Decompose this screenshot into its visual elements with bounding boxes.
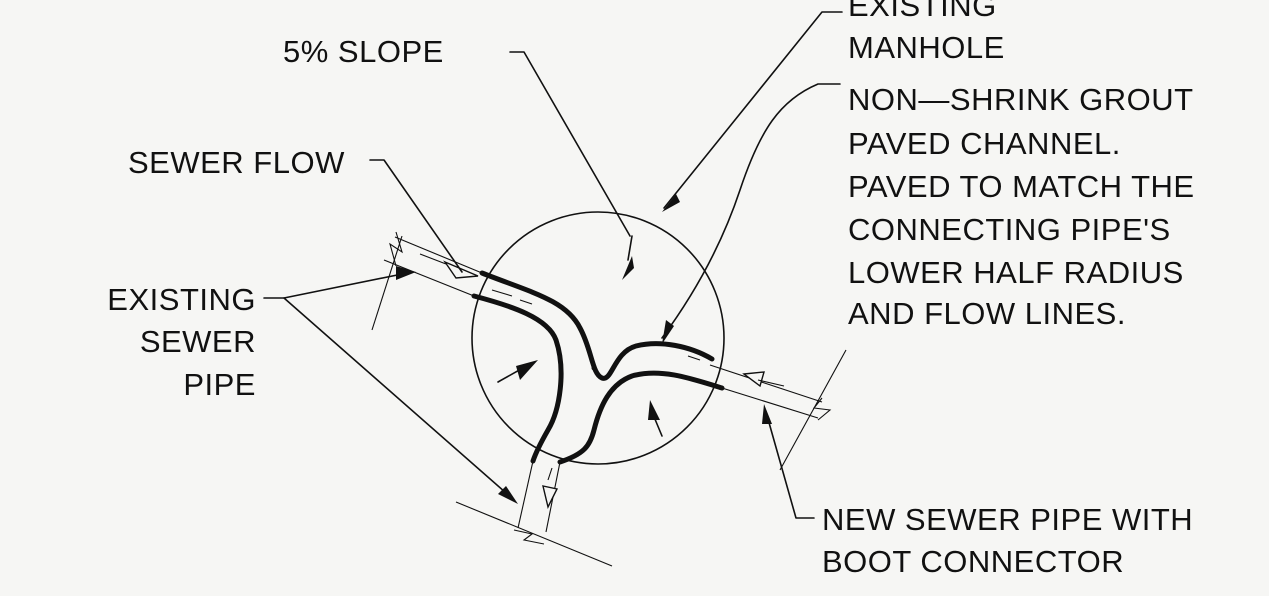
- existing-pipe-lower: [513, 460, 561, 545]
- label-grout-4: CONNECTING PIPE'S: [848, 212, 1171, 247]
- flow-arrow-right-icon: [742, 371, 765, 388]
- slope-arrows: [497, 235, 663, 437]
- label-existing-manhole-1: EXISTING: [848, 0, 997, 23]
- label-existing-pipe-1: EXISTING: [107, 282, 256, 317]
- flow-arrow-lower-icon: [542, 485, 559, 510]
- new-sewer-pipe: [709, 364, 832, 421]
- label-existing-pipe-2: SEWER: [140, 324, 256, 359]
- label-existing-manhole-2: MANHOLE: [848, 30, 1005, 65]
- flow-centerlines: [491, 289, 701, 481]
- grout-channel: [471, 270, 725, 465]
- label-grout-3: PAVED TO MATCH THE: [848, 169, 1195, 204]
- leader-lines: [263, 11, 843, 519]
- label-grout-1: NON—SHRINK GROUT: [848, 82, 1194, 117]
- label-existing-pipe-3: PIPE: [183, 367, 256, 402]
- label-slope: 5% SLOPE: [283, 34, 444, 69]
- label-grout-5: LOWER HALF RADIUS: [848, 255, 1184, 290]
- label-grout-2: PAVED CHANNEL.: [848, 126, 1121, 161]
- manhole-outline: [471, 211, 725, 465]
- existing-pipe-upper: [383, 231, 483, 297]
- label-sewer-flow: SEWER FLOW: [128, 145, 345, 180]
- pipe-extension-lines: [371, 235, 847, 567]
- label-new-pipe-2: BOOT CONNECTOR: [822, 544, 1124, 579]
- label-grout-6: AND FLOW LINES.: [848, 296, 1126, 331]
- label-new-pipe-1: NEW SEWER PIPE WITH: [822, 502, 1193, 537]
